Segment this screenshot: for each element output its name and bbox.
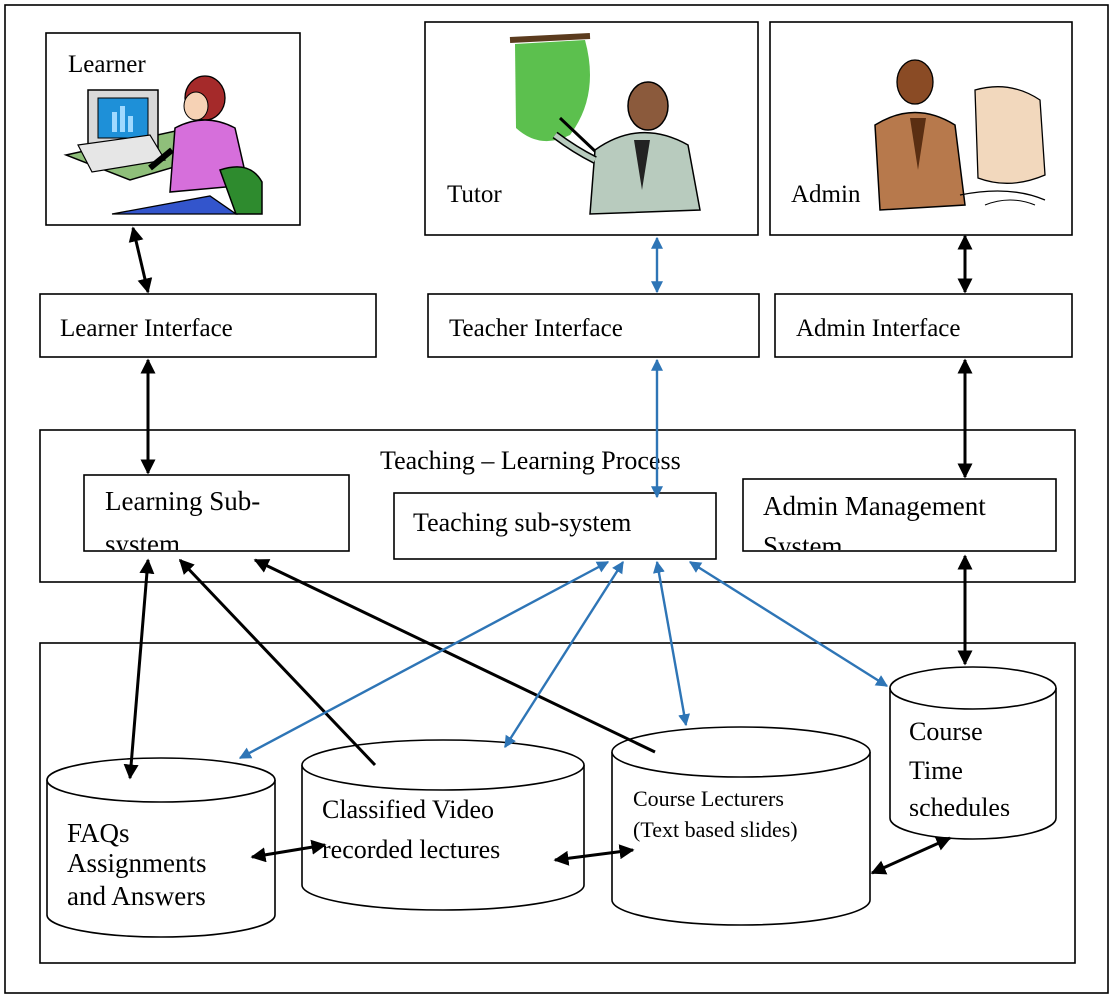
faq-label-line3: and Answers [67, 881, 206, 911]
video-label-line1: Classified Video [322, 795, 494, 824]
arrow-learning-to-faq [123, 558, 155, 780]
learning-subsystem-label-line2: system [105, 529, 180, 559]
arrow-teaching-to-video [503, 560, 625, 749]
learning-subsystem-label-line1: Learning Sub- [105, 486, 260, 516]
course-lecturers-datastore: Course Lecturers (Text based slides) [611, 726, 871, 926]
learning-subsystem-box: Learning Sub- system [83, 474, 350, 559]
page-frame [4, 4, 1109, 994]
teaching-subsystem-box: Teaching sub-system [393, 492, 717, 560]
time-label-line3: schedules [909, 793, 1010, 822]
arrow-teaching-to-course [652, 560, 691, 727]
admin-management-system-box: Admin Management System [742, 478, 1057, 561]
learner-actor-box: Learner [45, 32, 301, 226]
arrow-video-to-course [553, 844, 635, 866]
admin-clipart [874, 59, 1046, 211]
video-label-line2: recorded lectures [322, 835, 500, 864]
learner-interface-box: Learner Interface [39, 293, 377, 358]
admin-management-label-line1: Admin Management [763, 491, 986, 521]
arrow-course-to-time [870, 836, 952, 875]
admin-interface-label: Admin Interface [796, 315, 961, 342]
blue-connectors [238, 236, 889, 760]
faq-assignments-datastore: FAQs Assignments and Answers [46, 757, 276, 938]
arrow-learner-to-interface [128, 226, 153, 294]
admin-actor-box: Admin [769, 21, 1073, 236]
time-label-line2: Time [909, 756, 963, 785]
time-label-line1: Course [909, 717, 983, 746]
arrow-teaching-to-time [688, 560, 889, 688]
course-time-schedules-datastore: Course Time schedules [889, 666, 1057, 840]
arrow-faq-to-video [250, 839, 327, 863]
tutor-actor-box: Tutor [424, 21, 759, 236]
teaching-subsystem-label: Teaching sub-system [413, 508, 631, 537]
teacher-interface-box: Teacher Interface [427, 293, 760, 358]
learner-interface-label: Learner Interface [60, 315, 233, 342]
process-title: Teaching – Learning Process [380, 446, 681, 475]
teacher-interface-label: Teacher Interface [449, 315, 623, 342]
video-lectures-datastore: Classified Video recorded lectures [301, 739, 585, 911]
admin-management-label-line2: System [763, 531, 843, 561]
course-lecturers-label-line1: Course Lecturers [633, 786, 784, 811]
course-lecturers-label-line2: (Text based slides) [633, 817, 798, 842]
tutor-label: Tutor [447, 181, 502, 208]
tutor-clipart [509, 33, 701, 215]
admin-label: Admin [791, 181, 861, 208]
learner-label: Learner [68, 51, 146, 78]
admin-interface-box: Admin Interface [774, 293, 1073, 358]
faq-label-line1: FAQs [67, 818, 130, 848]
faq-label-line2: Assignments [67, 848, 207, 878]
learner-clipart [63, 75, 263, 215]
